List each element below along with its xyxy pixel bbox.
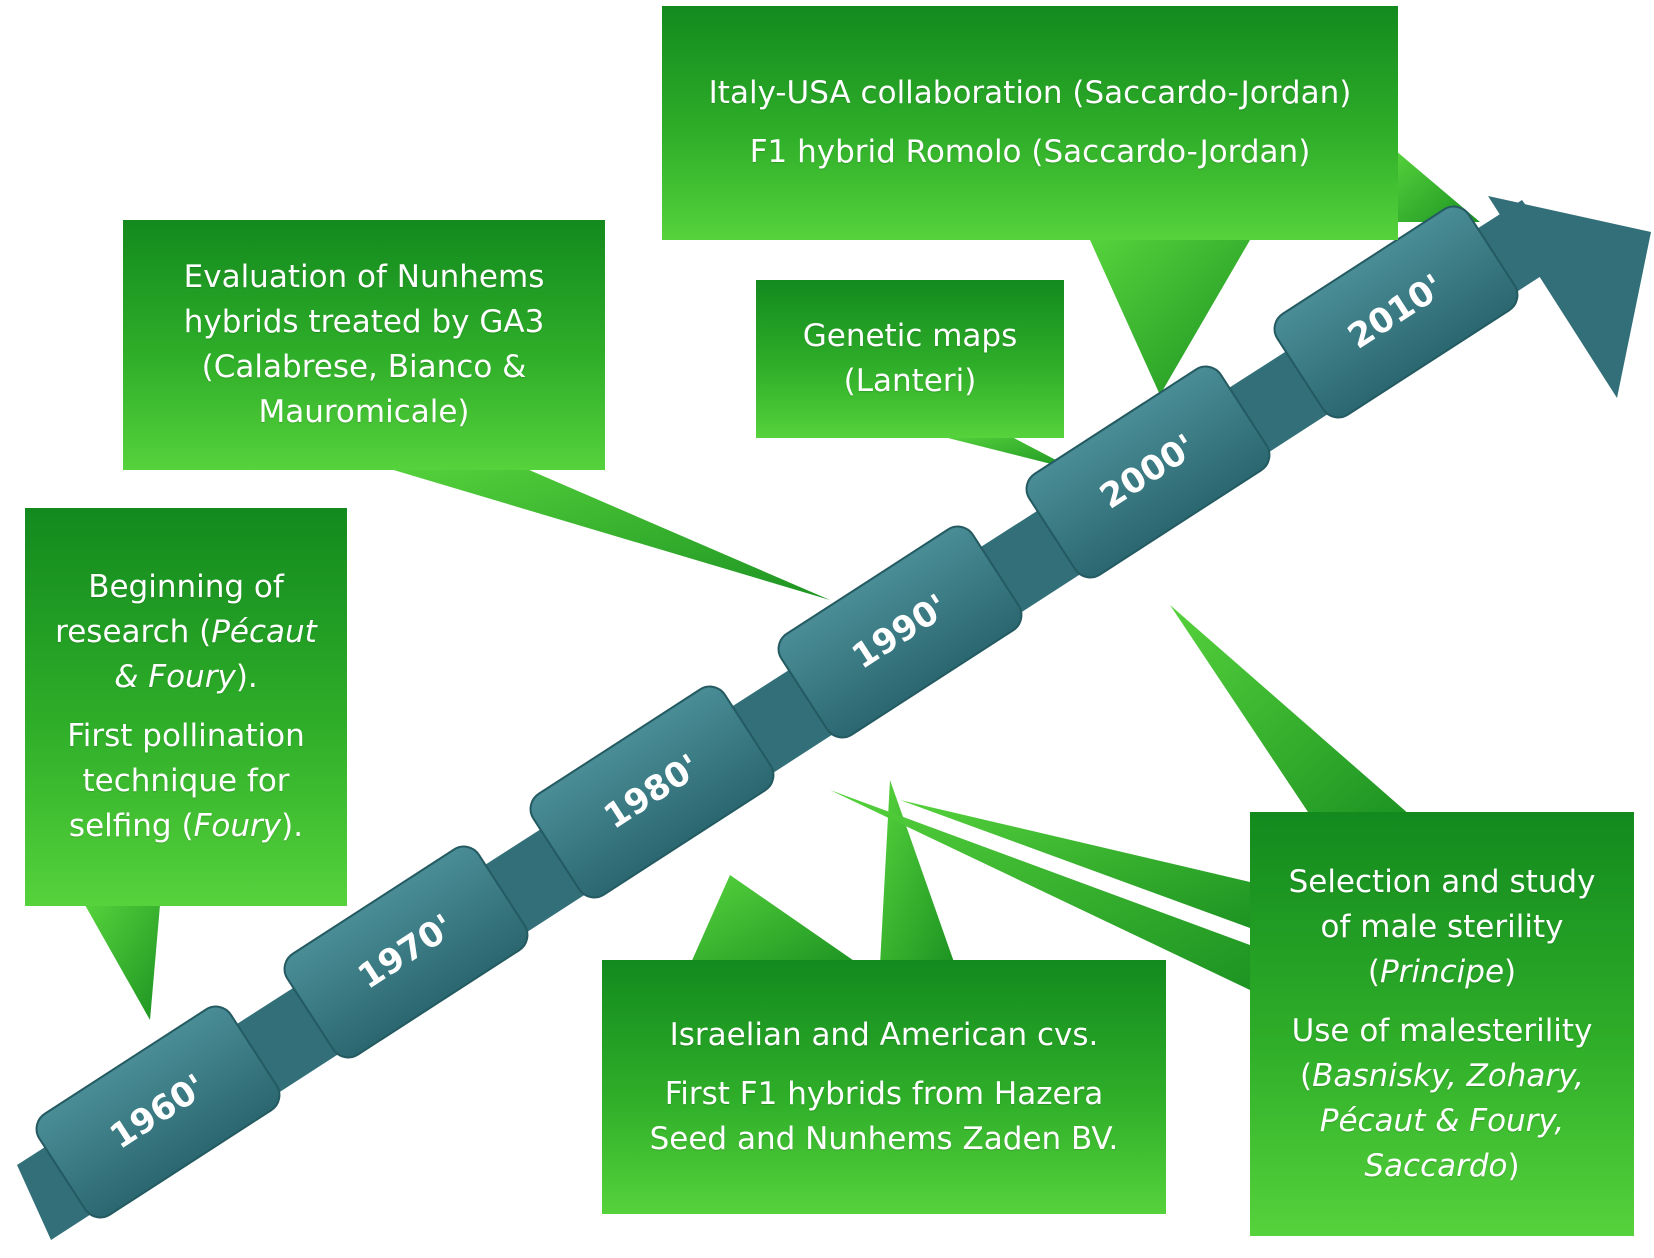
callout-text: Genetic maps (Lanteri) <box>802 318 1018 399</box>
decade-block-shape <box>1025 365 1271 579</box>
callout-text: ). <box>235 659 258 695</box>
pointer-beginning <box>85 905 160 1020</box>
pointer-israelian-left <box>690 875 860 965</box>
callout-italic-text: Basnisky, Zohary, Pécaut & Foury, Saccar… <box>1312 1057 1584 1184</box>
decade-block-1960: 1960' <box>35 1005 281 1219</box>
decade-block-1970: 1970' <box>283 845 529 1059</box>
pointer-sterility-mid <box>900 800 1250 928</box>
callout-text: Use of malesterility <box>1291 1012 1593 1049</box>
callout-text: First F1 hybrids from Hazera Seed and Nu… <box>649 1075 1119 1157</box>
decade-block-1990: 1990' <box>777 525 1023 739</box>
decade-block-shape <box>1273 205 1519 419</box>
decade-block-shape <box>35 1005 281 1219</box>
callout-beginning: Beginning of research (Pécaut & Foury). … <box>25 508 347 906</box>
pointer-sterility-lower <box>830 790 1250 990</box>
pointer-italy-usa-down <box>1090 240 1250 395</box>
decade-block-2010: 2010' <box>1273 205 1519 419</box>
callout-text: Evaluation of Nunhems hybrids treated by… <box>183 259 545 430</box>
callout-italic-text: Pécaut & Foury <box>114 614 317 695</box>
callout-italy-usa: Italy-USA collaboration (Saccardo-Jordan… <box>662 6 1398 240</box>
callout-text: F1 hybrid Romolo (Saccardo-Jordan) <box>749 134 1311 170</box>
decade-blocks: 1960' 1970' 1980' 1990' 2000' 2010' <box>35 205 1519 1219</box>
decade-block-2000: 2000' <box>1025 365 1271 579</box>
decade-block-shape <box>529 685 775 899</box>
callout-nunhems-ga3: Evaluation of Nunhems hybrids treated by… <box>123 220 605 470</box>
pointer-nunhems-ga3 <box>380 466 830 600</box>
callout-italic-text: Principe <box>1379 953 1505 990</box>
callout-text: Israelian and American cvs. <box>669 1016 1099 1053</box>
pointer-genetic-maps <box>940 436 1075 470</box>
callout-israelian: Israelian and American cvs. First F1 hyb… <box>602 960 1166 1214</box>
callout-text: ). <box>281 808 304 844</box>
callout-text: First pollination technique for selfing … <box>67 718 305 844</box>
callout-genetic-maps: Genetic maps (Lanteri) <box>756 280 1064 438</box>
callout-italic-text: Foury <box>193 808 282 844</box>
arrow-head <box>1488 196 1651 398</box>
decade-block-1980: 1980' <box>529 685 775 899</box>
callout-text: Selection and study of male sterility <box>1288 863 1596 945</box>
pointer-italy-usa-right <box>1395 150 1480 222</box>
decade-block-shape <box>777 525 1023 739</box>
callout-male-sterility: Selection and study of male sterility(Pr… <box>1250 812 1634 1236</box>
decade-block-shape <box>283 845 529 1059</box>
pointer-sterility-upper <box>1170 605 1410 815</box>
callout-text: Beginning of research ( <box>55 569 284 650</box>
callout-pointers <box>85 150 1480 1020</box>
pointer-israelian-right <box>880 780 955 965</box>
callout-text: Italy-USA collaboration (Saccardo-Jordan… <box>708 75 1352 111</box>
